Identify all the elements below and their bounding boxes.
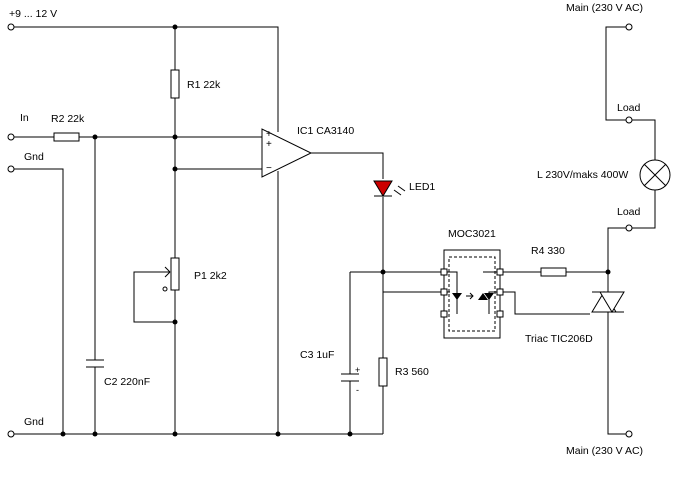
gnd-terminal-bottom <box>7 430 15 438</box>
input-label: In <box>20 112 29 124</box>
junctions <box>60 24 611 437</box>
junction <box>172 24 178 30</box>
moc-light-icon <box>466 292 474 300</box>
gnd-top-label: Gnd <box>24 151 44 163</box>
led1-diode <box>373 180 393 197</box>
opamp-minus-label: − <box>266 163 272 174</box>
supply-terminal <box>7 23 15 31</box>
load-terminal-bottom <box>625 224 633 232</box>
load-top-label: Load <box>617 102 641 114</box>
moc-pin5 <box>496 310 504 318</box>
c2-label: C2 220nF <box>104 376 150 388</box>
junction <box>172 319 178 325</box>
junction <box>172 166 178 172</box>
opamp-plus-label: + <box>266 129 272 140</box>
moc-pin6 <box>496 268 504 276</box>
junction <box>60 431 66 437</box>
gnd-bottom-label: Gnd <box>24 416 44 428</box>
r3-resistor <box>378 357 388 387</box>
load-bottom-line <box>626 190 656 229</box>
triac-label: Triac TIC206D <box>525 333 593 345</box>
gnd-terminal-top <box>7 165 15 173</box>
triac-icon-b <box>599 291 625 313</box>
triac-a1-line <box>607 312 626 435</box>
opamp-plus-inner: + <box>266 139 272 150</box>
r2-label: R2 22k <box>51 113 85 125</box>
p1-potentiometer <box>170 257 180 291</box>
r1-resistor <box>170 69 180 99</box>
junction <box>605 269 611 275</box>
c3-plus-label: + <box>355 365 360 375</box>
p1-wiper-loop <box>133 271 175 323</box>
ic1-label: IC1 CA3140 <box>297 125 354 137</box>
p1-label: P1 2k2 <box>194 270 227 282</box>
junction <box>92 431 98 437</box>
moc-led-icon <box>452 293 462 300</box>
r2-resistor <box>53 132 80 142</box>
junction <box>92 134 98 140</box>
gnd-top-line <box>14 168 64 434</box>
junction <box>380 269 386 275</box>
moc-pin4 <box>496 288 504 296</box>
main-top-line <box>605 26 626 121</box>
c2-capacitor <box>86 359 104 368</box>
supply-rail <box>14 26 279 132</box>
gate-line <box>500 291 590 315</box>
r4-label: R4 330 <box>531 245 565 257</box>
junction <box>172 134 178 140</box>
junction <box>172 431 178 437</box>
c3-capacitor <box>341 373 359 382</box>
opamp-output <box>311 152 384 179</box>
led1-emission-icon <box>393 185 406 196</box>
moc-pin2 <box>440 288 448 296</box>
junction <box>275 431 281 437</box>
moc-pin1 <box>440 268 448 276</box>
main-terminal-bottom <box>625 430 633 438</box>
load-top-line <box>626 119 656 160</box>
terminals <box>7 23 633 438</box>
wires <box>14 26 656 435</box>
lamp-label: L 230V/maks 400W <box>537 169 628 181</box>
lamp-icon <box>643 163 667 187</box>
r4-resistor <box>540 267 567 277</box>
p1-wiper-arrow <box>164 266 171 278</box>
moc-diac-icon-a <box>478 293 488 300</box>
moc-pin3 <box>440 310 448 318</box>
p1-small-terminal <box>162 286 168 292</box>
main-bottom-label: Main (230 V AC) <box>566 445 643 457</box>
c3-label: C3 1uF <box>300 349 334 361</box>
junction <box>347 431 353 437</box>
main-top-label: Main (230 V AC) <box>566 2 643 14</box>
moc3021-inner <box>448 256 496 332</box>
moc-label: MOC3021 <box>448 228 496 240</box>
r1-label: R1 22k <box>187 79 221 91</box>
led1-label: LED1 <box>409 181 435 193</box>
r3-label: R3 560 <box>395 366 429 378</box>
triac-a2-line <box>607 227 626 292</box>
load-bottom-label: Load <box>617 206 641 218</box>
main-terminal-top <box>625 23 633 31</box>
supply-label: +9 ... 12 V <box>9 8 57 20</box>
c3-minus-label: - <box>356 385 359 395</box>
load-terminal-top <box>625 116 633 124</box>
input-terminal <box>7 133 15 141</box>
ic1-opamp <box>261 128 313 178</box>
